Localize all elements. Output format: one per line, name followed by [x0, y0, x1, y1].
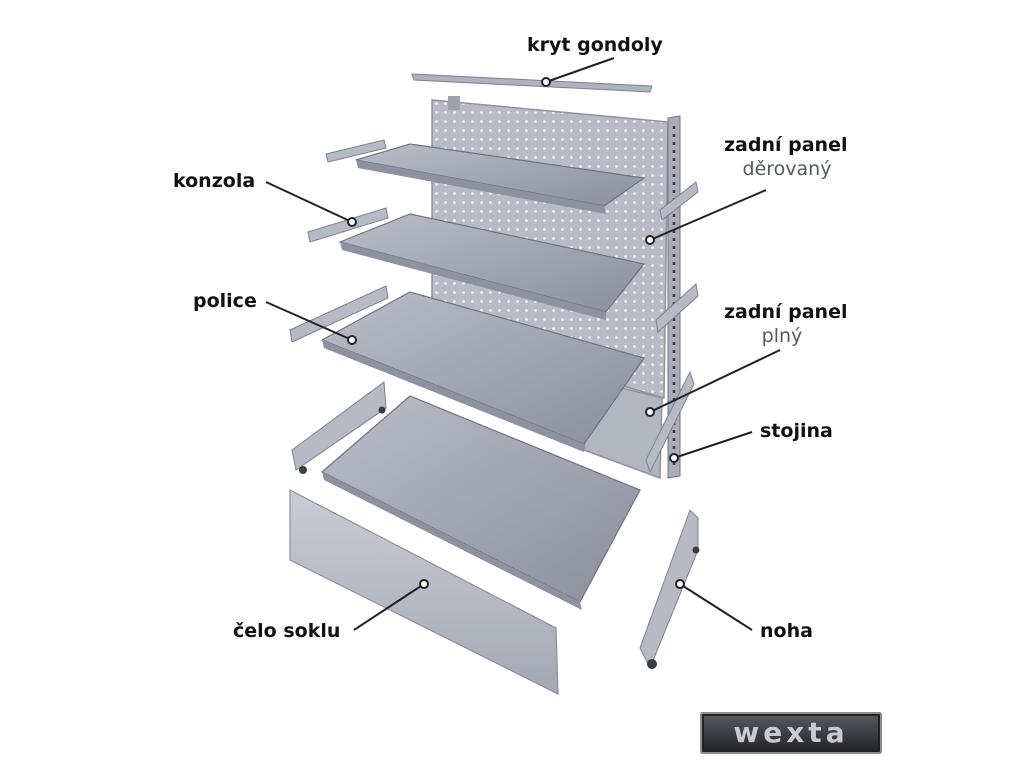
pin-konzola — [347, 217, 357, 227]
label-derovany: děrovaný — [742, 158, 832, 180]
upright-bracket-1 — [659, 181, 699, 221]
leader-kryt-gondoly — [545, 57, 615, 83]
leader-konzola — [265, 181, 353, 223]
label-stojina: stojina — [760, 420, 833, 442]
shelf-3-lip — [322, 340, 584, 452]
shelf-2 — [338, 213, 646, 313]
label-noha: noha — [760, 620, 813, 642]
leader-celo-soklu — [353, 583, 425, 631]
foot-right-wheel-2 — [692, 546, 700, 554]
label-police: police — [193, 290, 257, 312]
label-plny: plný — [761, 325, 803, 347]
label-konzola: konzola — [173, 170, 256, 192]
shelf-2-lip — [340, 242, 606, 320]
console-1 — [325, 139, 387, 163]
leader-noha — [679, 583, 753, 631]
base-shelf-lip — [322, 472, 582, 610]
pin-zadni-panel-derovany — [645, 235, 655, 245]
top-cover-part — [411, 73, 653, 93]
label-kryt-gondoly: kryt gondoly — [527, 34, 663, 56]
pin-stojina — [669, 453, 679, 463]
label-zadni-panel-1: zadní panel — [724, 134, 848, 156]
foot-right-wheel — [647, 659, 657, 669]
label-celo-soklu: čelo soklu — [233, 620, 341, 642]
label-zadni-panel-2: zadní panel — [724, 301, 848, 323]
pin-noha — [675, 579, 685, 589]
plinth-front-part — [289, 489, 559, 695]
shelf-1-lip — [356, 160, 606, 214]
leader-stojina — [673, 431, 753, 459]
panel-top-clip — [448, 96, 460, 110]
upright-bracket-2 — [655, 283, 699, 333]
pin-celo-soklu — [419, 579, 429, 589]
leader-police — [265, 301, 353, 341]
pin-zadni-panel-plny — [645, 407, 655, 417]
pin-police — [347, 335, 357, 345]
console-3 — [289, 285, 389, 343]
foot-left-wheel — [299, 466, 307, 474]
wexta-logo-text: wexta — [733, 716, 849, 749]
pin-kryt-gondoly — [541, 77, 551, 87]
leader-zadni-panel-derovany — [649, 189, 767, 241]
foot-left-wheel-2 — [378, 406, 386, 414]
wexta-logo: wexta — [700, 712, 882, 754]
leader-zadni-panel-plny — [649, 349, 781, 413]
foot-left — [291, 381, 387, 471]
